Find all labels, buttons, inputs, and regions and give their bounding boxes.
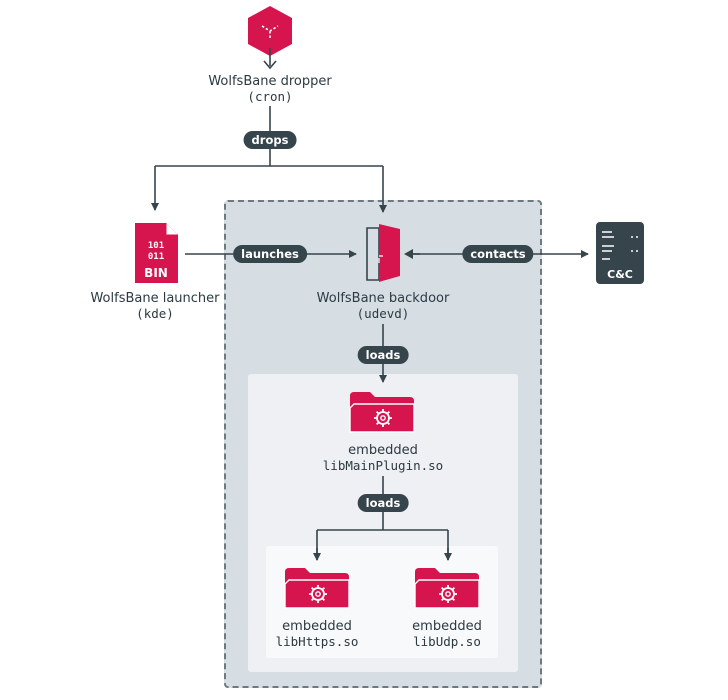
udp-plugin-name: embedded [412, 619, 482, 634]
udp-plugin-file: libUdp.so [413, 634, 481, 649]
main-plugin-file: libMainPlugin.so [322, 458, 444, 473]
edge-loads-plugins [316, 476, 449, 560]
cube-icon [248, 6, 292, 70]
https-plugin-name: embedded [282, 619, 352, 634]
edge-label-loads-main: loads [357, 346, 409, 364]
edge-label-contacts: contacts [462, 245, 534, 263]
main-plugin-name: embedded [348, 443, 418, 458]
backdoor-process: (udevd) [356, 306, 410, 321]
door-icon [366, 224, 400, 282]
server-icon: C&C [596, 222, 644, 284]
folder-gear-icon [414, 568, 480, 609]
contacts-arrow-left [404, 249, 413, 259]
edge-label-drops: drops [243, 131, 297, 149]
edge-drops-to-launcher [155, 165, 383, 210]
dropper-process: (cron) [247, 89, 293, 104]
bin-bits-bottom: 011 [148, 252, 164, 262]
bin-bits-top: 101 [148, 241, 164, 251]
https-plugin-label: embedded libHttps.so [247, 619, 387, 649]
cnc-label: C&C [607, 268, 633, 281]
launcher-label: WolfsBane launcher (kde) [75, 291, 235, 321]
https-plugin-file: libHttps.so [275, 634, 359, 649]
bin-label: BIN [144, 266, 168, 280]
dropper-label: WolfsBane dropper (cron) [190, 74, 350, 104]
launcher-name: WolfsBane launcher [90, 291, 220, 306]
udp-plugin-label: embedded libUdp.so [377, 619, 517, 649]
main-plugin-label: embedded libMainPlugin.so [303, 443, 463, 473]
folder-gear-icon [284, 568, 350, 609]
launcher-process: (kde) [136, 306, 174, 321]
bin-file-icon: 101 011 BIN [135, 223, 178, 283]
edge-label-launches: launches [233, 245, 307, 263]
backdoor-label: WolfsBane backdoor (udevd) [303, 291, 463, 321]
backdoor-name: WolfsBane backdoor [316, 291, 450, 306]
folder-gear-icon [349, 392, 415, 433]
edge-label-loads-plugins: loads [357, 494, 409, 512]
dropper-name: WolfsBane dropper [208, 74, 332, 89]
